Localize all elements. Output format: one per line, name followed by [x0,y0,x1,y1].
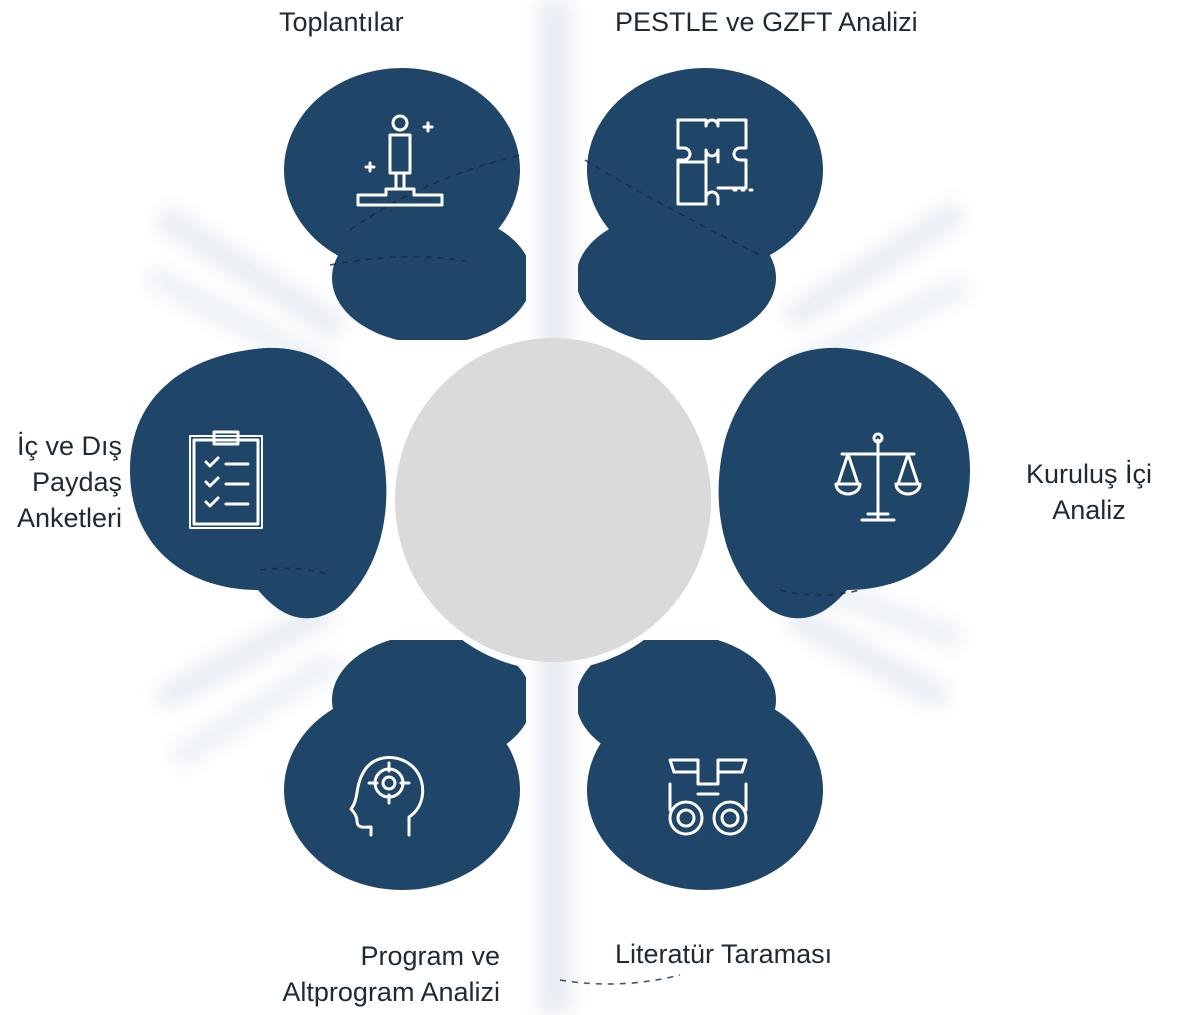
label-pestle: PESTLE ve GZFT Analizi [615,7,918,37]
petal-program-base [332,640,526,766]
petal-literatur-base [578,640,776,766]
label-literatur: Literatür Taraması [615,939,833,969]
head-target-icon [349,756,425,837]
binoculars-icon [668,758,748,836]
puzzle-icon [676,118,754,206]
center-circle [395,338,711,662]
label-program: Program ve Altprogram Analizi [282,941,500,1007]
petal-pestle-base [578,212,776,340]
scales-icon [834,432,922,522]
person-on-podium-icon [356,114,444,207]
label-anket: İç ve Dış Paydaş Anketleri [16,431,122,533]
dashed-arcs [259,154,861,985]
petal-toplantilar-base [332,212,526,340]
clipboard-checklist-icon [189,430,263,529]
label-toplantilar: Toplantılar [279,7,404,37]
label-kurulus: Kuruluş İçi Analiz [1026,459,1153,525]
